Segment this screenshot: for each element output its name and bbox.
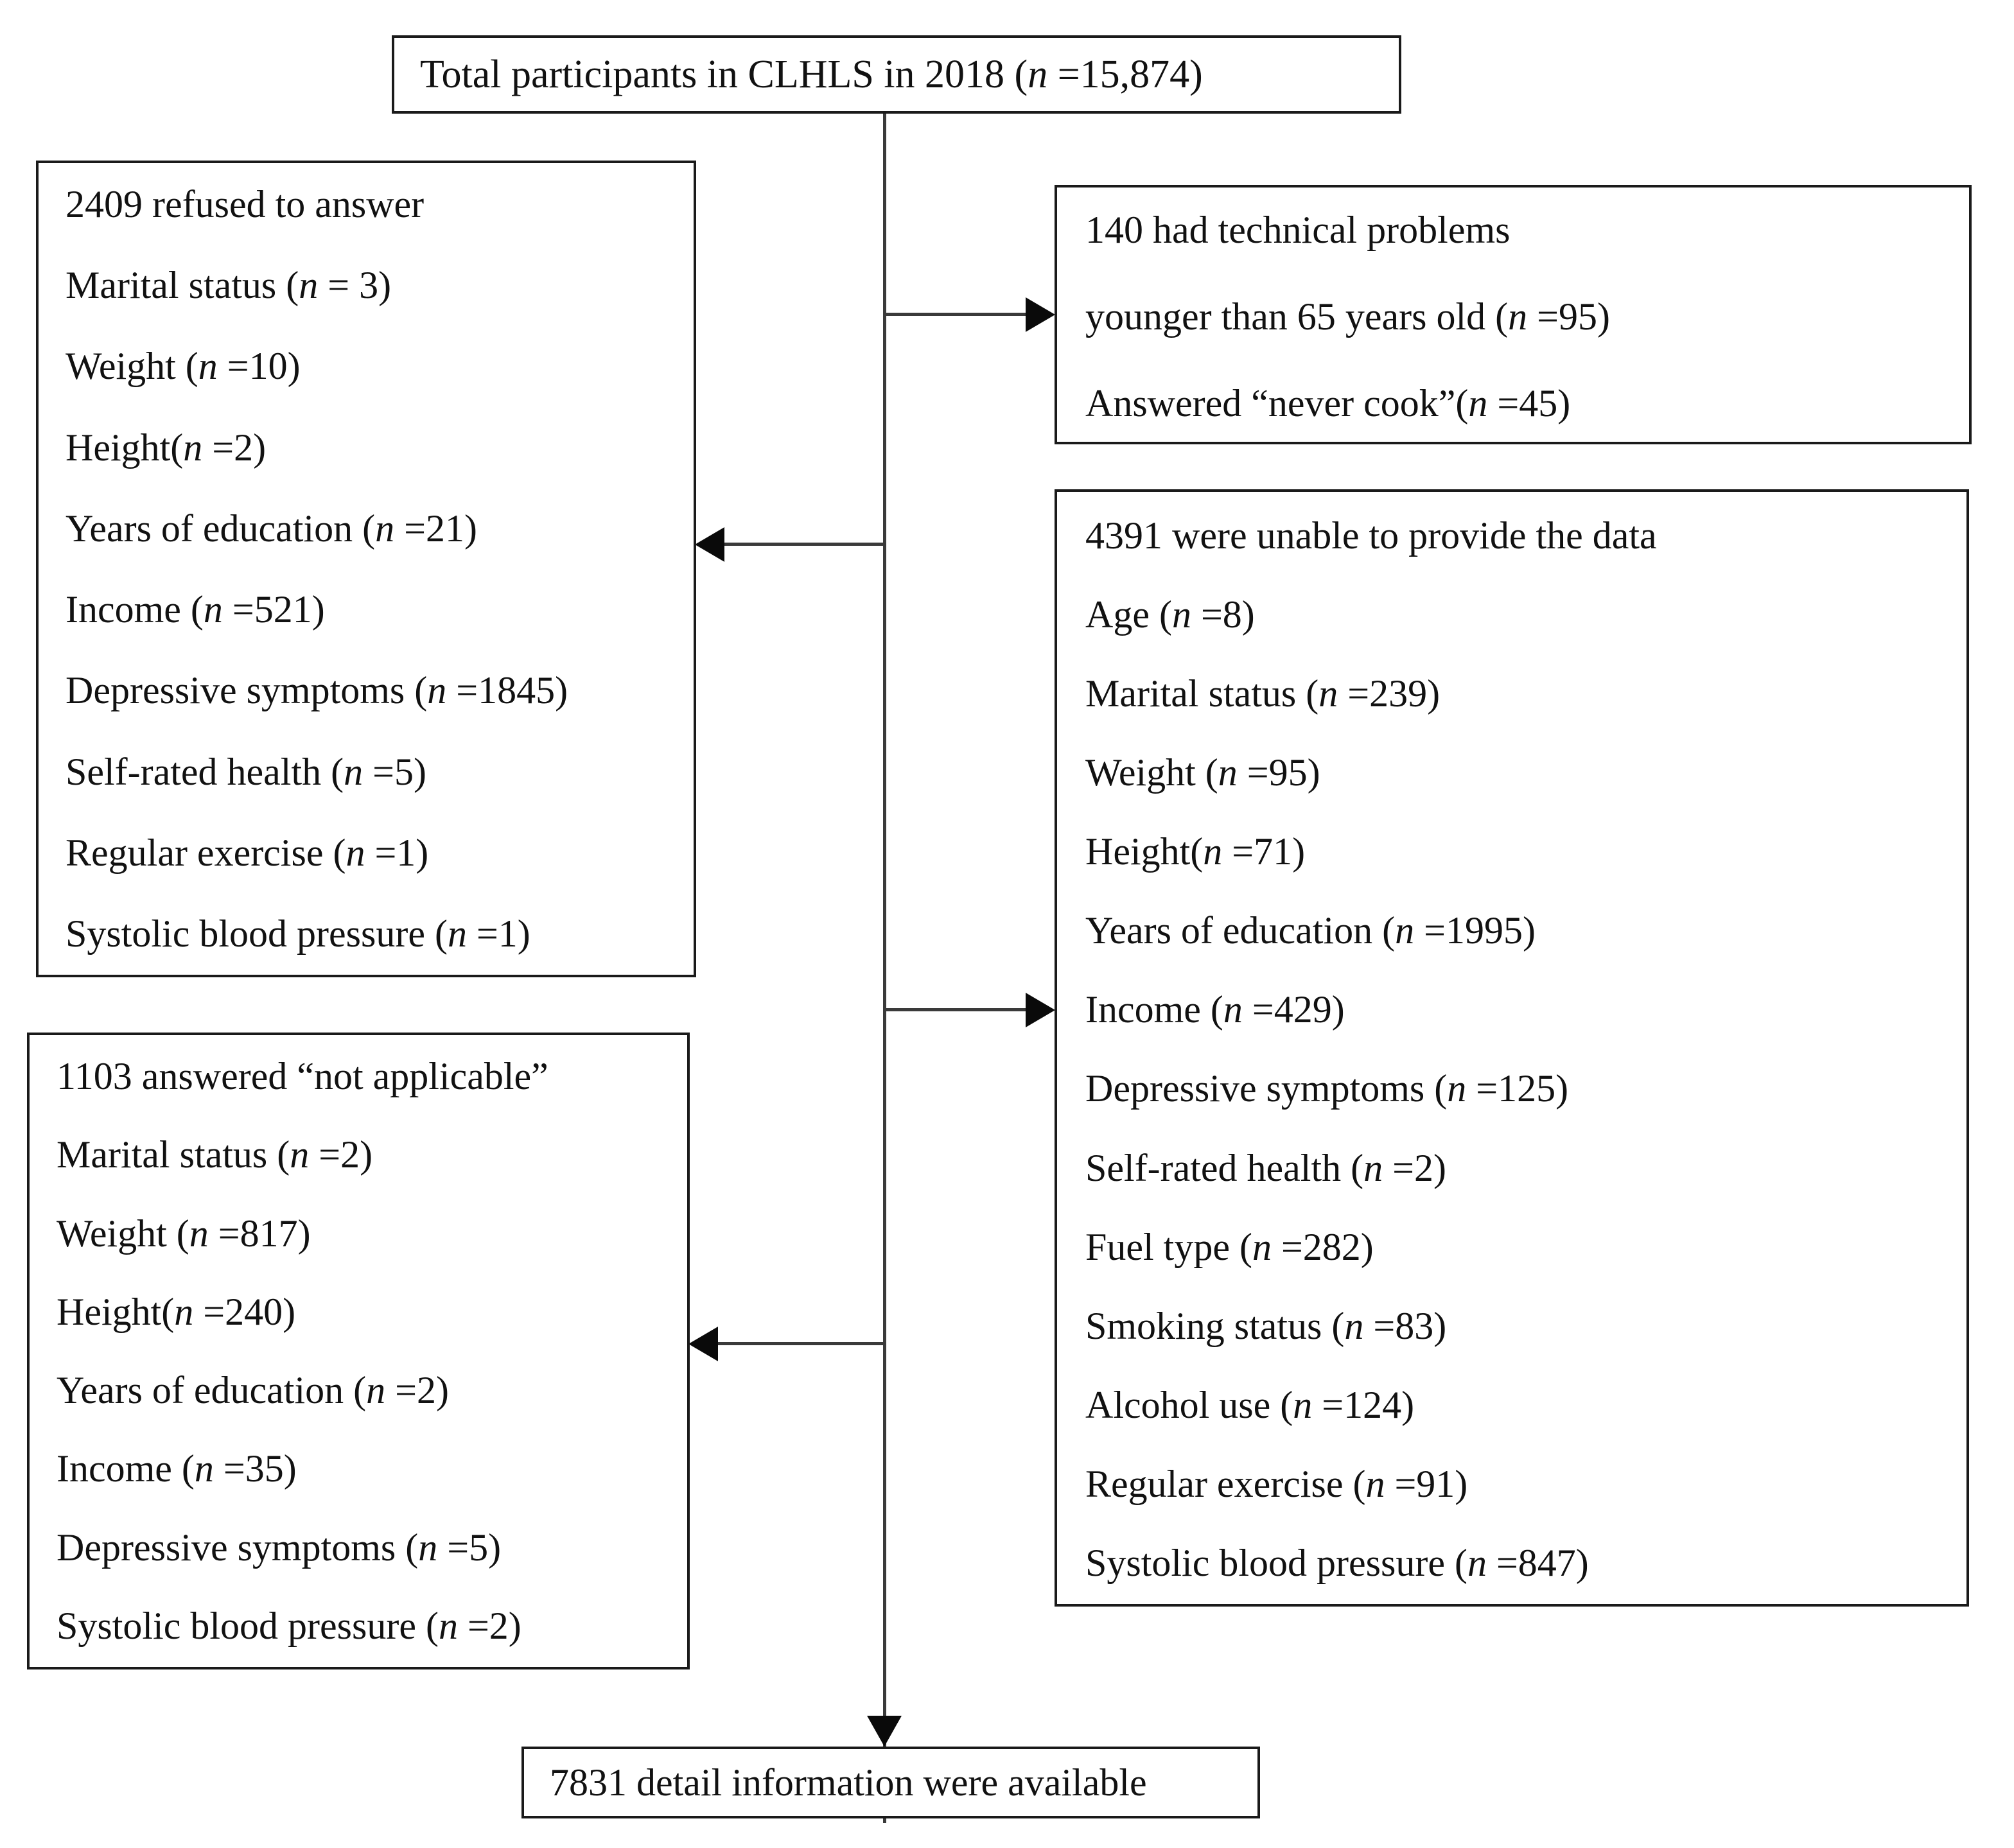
list-item: Fuel type (n =282) bbox=[1085, 1225, 1374, 1268]
list-item: Alcohol use (n =124) bbox=[1085, 1383, 1415, 1426]
unable-to-provide-data-list: 4391 were unable to provide the data Age… bbox=[1057, 492, 1966, 1604]
trunk-to-bottom-arrow bbox=[867, 1716, 902, 1747]
list-item: Years of education (n =21) bbox=[66, 507, 477, 550]
technical-problems-box: 140 had technical problems younger than … bbox=[1055, 185, 1972, 444]
list-item: 140 had technical problems bbox=[1085, 209, 1510, 251]
list-item: younger than 65 years old (n =95) bbox=[1085, 295, 1610, 338]
refused-to-answer-box: 2409 refused to answer Marital status (n… bbox=[36, 161, 696, 977]
total-participants-text: Total participants in CLHLS in 2018 (n =… bbox=[420, 53, 1203, 96]
refused-to-answer-list: 2409 refused to answer Marital status (n… bbox=[39, 163, 694, 975]
list-item: Weight (n =95) bbox=[1085, 751, 1320, 794]
not-applicable-list: 1103 answered “not applicable” Marital s… bbox=[30, 1035, 687, 1667]
list-item: Depressive symptoms (n =125) bbox=[1085, 1067, 1569, 1110]
list-item: Smoking status (n =83) bbox=[1085, 1304, 1447, 1347]
list-item: Self-rated health (n =2) bbox=[1085, 1146, 1446, 1189]
list-item: Height(n =240) bbox=[57, 1290, 296, 1333]
list-item: Systolic blood pressure (n =1) bbox=[66, 912, 530, 955]
list-item: Depressive symptoms (n =1845) bbox=[66, 669, 568, 712]
list-item: Height(n =2) bbox=[66, 426, 267, 469]
total-participants-box: Total participants in CLHLS in 2018 (n =… bbox=[392, 35, 1401, 114]
list-item: 2409 refused to answer bbox=[66, 183, 425, 225]
list-item: Income (n =35) bbox=[57, 1447, 297, 1490]
list-item: Income (n =521) bbox=[66, 588, 325, 631]
list-item: Age (n =8) bbox=[1085, 593, 1255, 636]
list-item: Height(n =71) bbox=[1085, 830, 1306, 873]
list-item: Years of education (n =2) bbox=[57, 1369, 449, 1412]
branch-to-refused-arrow bbox=[695, 527, 724, 562]
list-item: Weight (n =10) bbox=[66, 345, 301, 388]
list-item: Income (n =429) bbox=[1085, 988, 1345, 1031]
branch-to-technical-line bbox=[883, 313, 1026, 316]
list-item: Weight (n =817) bbox=[57, 1212, 311, 1255]
list-item: Systolic blood pressure (n =847) bbox=[1085, 1541, 1589, 1584]
branch-to-refused-line bbox=[724, 543, 885, 546]
list-item: Self-rated health (n =5) bbox=[66, 750, 426, 793]
list-item: 4391 were unable to provide the data bbox=[1085, 514, 1657, 557]
branch-to-unable-arrow bbox=[1026, 993, 1055, 1027]
list-item: Systolic blood pressure (n =2) bbox=[57, 1604, 521, 1647]
unable-to-provide-data-box: 4391 were unable to provide the data Age… bbox=[1055, 489, 1969, 1607]
main-trunk-line bbox=[883, 112, 886, 1823]
list-item: Regular exercise (n =91) bbox=[1085, 1462, 1468, 1505]
not-applicable-box: 1103 answered “not applicable” Marital s… bbox=[27, 1033, 690, 1669]
list-item: Marital status (n = 3) bbox=[66, 264, 392, 307]
technical-problems-list: 140 had technical problems younger than … bbox=[1057, 187, 1969, 442]
list-item: Regular exercise (n =1) bbox=[66, 831, 429, 874]
list-item: Marital status (n =239) bbox=[1085, 672, 1440, 715]
branch-to-not-applicable-line bbox=[718, 1342, 885, 1345]
branch-to-technical-arrow bbox=[1026, 297, 1055, 332]
list-item: Answered “never cook”(n =45) bbox=[1085, 382, 1571, 424]
branch-to-not-applicable-arrow bbox=[688, 1327, 718, 1361]
list-item: 1103 answered “not applicable” bbox=[57, 1055, 548, 1097]
list-item: Marital status (n =2) bbox=[57, 1133, 373, 1176]
list-item: Years of education (n =1995) bbox=[1085, 909, 1536, 952]
list-item: Depressive symptoms (n =5) bbox=[57, 1526, 502, 1569]
final-sample-box: 7831 detail information were available bbox=[521, 1747, 1260, 1818]
branch-to-unable-line bbox=[883, 1008, 1026, 1011]
final-sample-text: 7831 detail information were available bbox=[550, 1761, 1147, 1804]
